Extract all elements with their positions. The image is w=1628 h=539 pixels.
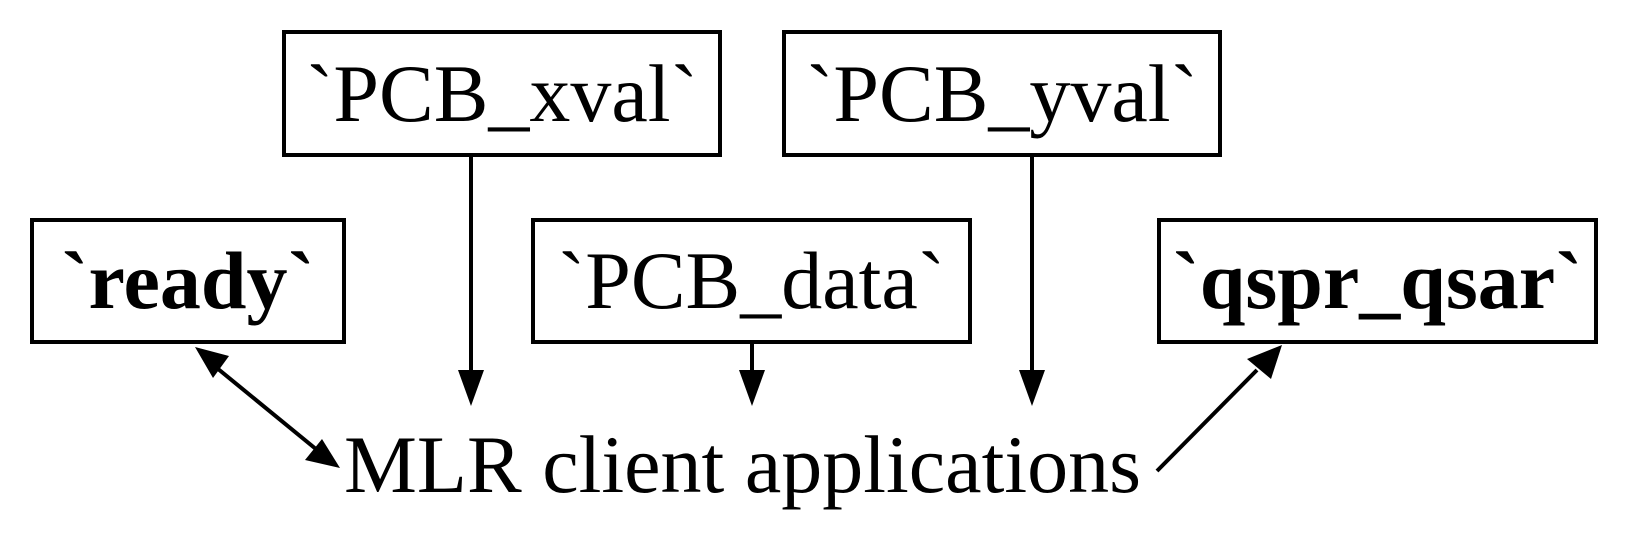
node-pcb-xval-label: `PCB_xval` [306, 47, 698, 139]
edge-mlr-to-qspr-qsar [1155, 345, 1282, 473]
edge-pcb-data-to-mlr [739, 344, 765, 406]
node-pcb-yval-label: `PCB_yval` [806, 47, 1198, 139]
node-pcb-data: `PCB_data` [531, 218, 972, 344]
edge-pcb-yval-to-mlr [1019, 157, 1045, 406]
mlr-client-applications-label: MLR client applications [344, 419, 1142, 510]
node-ready-label: `ready` [61, 235, 315, 326]
node-qspr-qsar: `qspr_qsar` [1157, 218, 1598, 344]
edge-ready-to-mlr [195, 347, 340, 468]
node-pcb-yval: `PCB_yval` [782, 30, 1222, 157]
node-pcb-xval: `PCB_xval` [282, 30, 722, 157]
node-qspr-qsar-label: `qspr_qsar` [1172, 235, 1583, 326]
node-ready: `ready` [30, 218, 346, 344]
edge-pcb-xval-to-mlr [458, 157, 484, 406]
node-pcb-data-label: `PCB_data` [557, 235, 946, 326]
